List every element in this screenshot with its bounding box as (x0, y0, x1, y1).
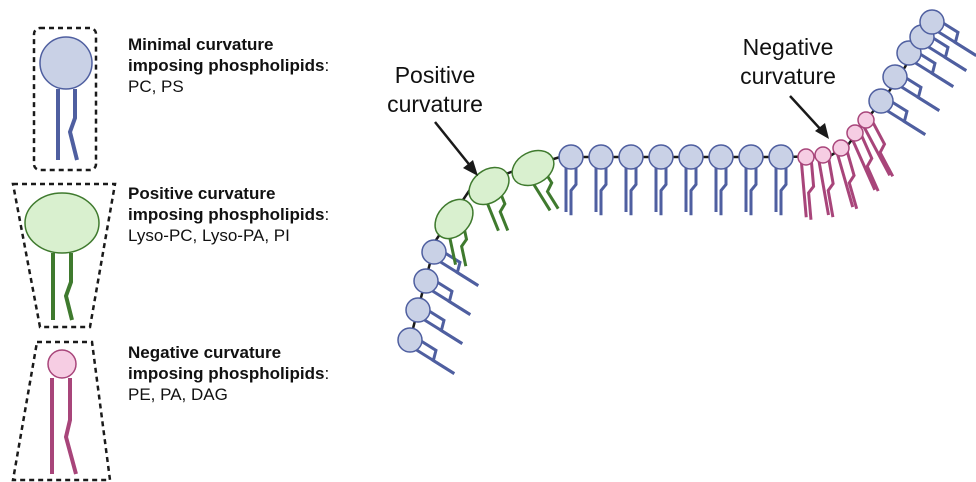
positive-curvature-lipid-icon (13, 184, 115, 327)
legend-minimal-colon: : (324, 56, 329, 75)
lipid-head (869, 89, 893, 113)
lipid-head (769, 145, 793, 169)
lipid-head (619, 145, 643, 169)
positive-curvature-head (25, 193, 99, 253)
legend-negative-colon: : (324, 364, 329, 383)
lipid-tail (809, 157, 814, 220)
lipid-head (414, 269, 438, 293)
negative-curvature-lipid-icon (13, 342, 110, 480)
negative-curvature-label-line1: Negative (720, 33, 856, 62)
minimal-curvature-lipid-icon (34, 28, 96, 170)
negative-curvature-label-line2: curvature (720, 62, 856, 91)
lipid-head (649, 145, 673, 169)
minimal-curvature-head (40, 37, 92, 89)
lipid-head (422, 240, 446, 264)
lipid-tail (801, 157, 806, 217)
legend-positive-title-line1: Positive curvature (128, 183, 329, 204)
legend-minimal-title-line1: Minimal curvature (128, 34, 329, 55)
positive-curvature-label-line1: Positive (370, 61, 500, 90)
legend-positive-colon: : (324, 205, 329, 224)
legend-negative-curvature: Negative curvature imposing phospholipid… (128, 342, 329, 405)
lipid-head (739, 145, 763, 169)
lipid-15 (801, 157, 814, 220)
lipid-head (398, 328, 422, 352)
legend-positive-examples: Lyso-PC, Lyso-PA, PI (128, 225, 329, 246)
legend-minimal-curvature: Minimal curvature imposing phospholipids… (128, 34, 329, 97)
lipid-head (847, 125, 863, 141)
legend-negative-examples: PE, PA, DAG (128, 384, 329, 405)
legend-negative-title-line2: imposing phospholipids (128, 364, 324, 383)
lipid-head (883, 65, 907, 89)
lipid-head (406, 298, 430, 322)
lipid-head (709, 145, 733, 169)
positive-curvature-label: Positive curvature (370, 61, 500, 119)
legend-positive-title-line2: imposing phospholipids (128, 205, 324, 224)
positive-curvature-label-line2: curvature (370, 90, 500, 119)
legend-minimal-examples: PC, PS (128, 76, 329, 97)
lipid-head (679, 145, 703, 169)
positive-curvature-tail-right (66, 253, 72, 320)
positive-curvature-arrow (435, 122, 478, 176)
legend-minimal-title-line2: imposing phospholipids (128, 56, 324, 75)
negative-curvature-label: Negative curvature (720, 33, 856, 91)
lipid-head (815, 147, 831, 163)
lipid-head (858, 112, 874, 128)
lipid-head (559, 145, 583, 169)
lipid-head (589, 145, 613, 169)
negative-curvature-arrow (790, 96, 829, 139)
negative-curvature-tail-right (66, 378, 76, 474)
legend-positive-curvature: Positive curvature imposing phospholipid… (128, 183, 329, 246)
minimal-curvature-tail-right (70, 89, 77, 160)
negative-curvature-head (48, 350, 76, 378)
legend-negative-title-line1: Negative curvature (128, 342, 329, 363)
lipid-16 (818, 154, 833, 217)
lipid-head (798, 149, 814, 165)
lipid-head (920, 10, 944, 34)
lipid-tail (818, 156, 828, 215)
lipid-head (833, 140, 849, 156)
